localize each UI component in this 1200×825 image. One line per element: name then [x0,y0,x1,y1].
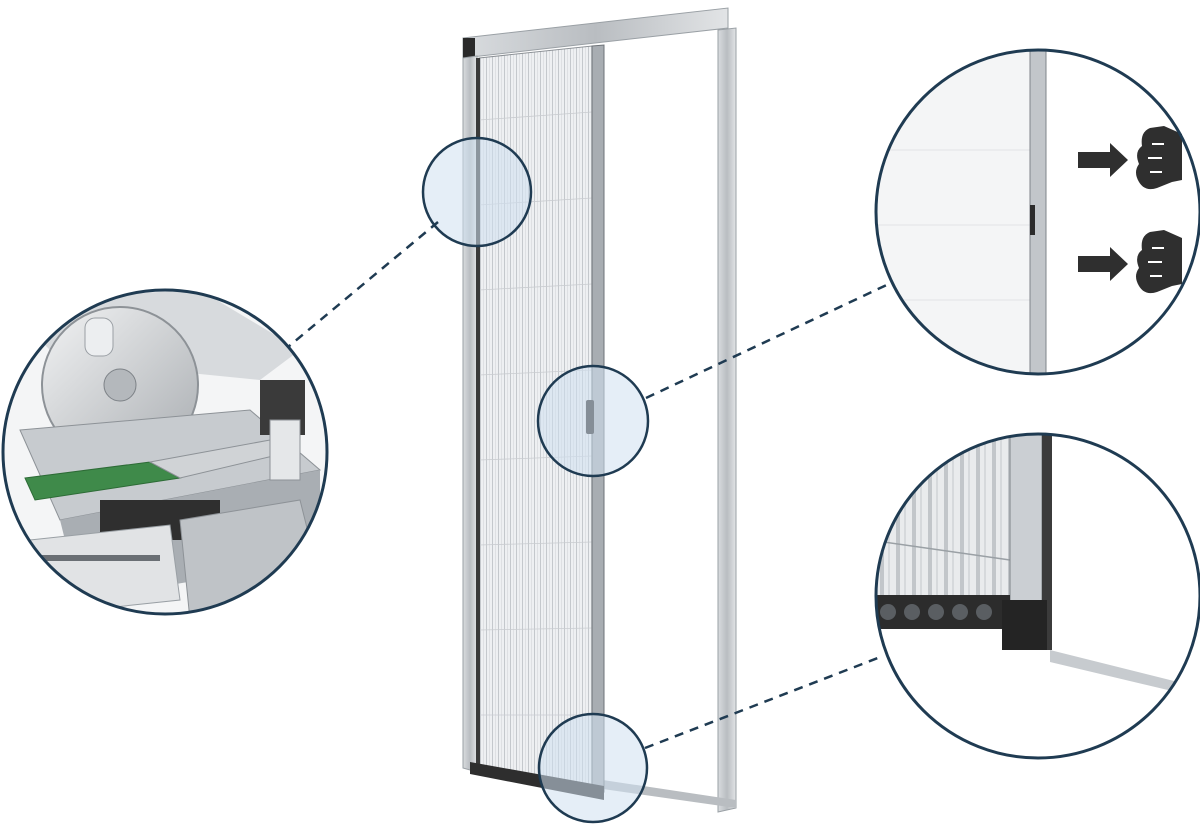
connector-bottom-right [644,654,884,750]
screen-door [462,7,737,813]
highlight-bottom [537,712,649,824]
callout-ring-bottom-right [874,432,1200,760]
callout-bottom-rail [874,432,1200,760]
door-right-jamb [717,27,737,813]
arrow-right-icon [1078,247,1128,281]
door-top-rail-endcap [463,38,475,58]
callout-ring-top-right [874,48,1200,376]
callout-push-handle [874,48,1200,376]
callout-connectors [281,221,894,750]
highlight-mesh [421,136,533,248]
hand-push-icon [1136,126,1182,190]
connector-left [281,221,439,353]
connector-top-right [645,280,894,400]
pleats-closeup [876,434,1010,600]
highlight-spots [421,136,650,824]
highlight-handle [536,364,650,478]
hand-push-icon [1136,230,1182,294]
arrow-right-icon [1078,143,1128,177]
callout-ring-left [1,288,329,616]
callout-cutting-machine [1,288,329,616]
